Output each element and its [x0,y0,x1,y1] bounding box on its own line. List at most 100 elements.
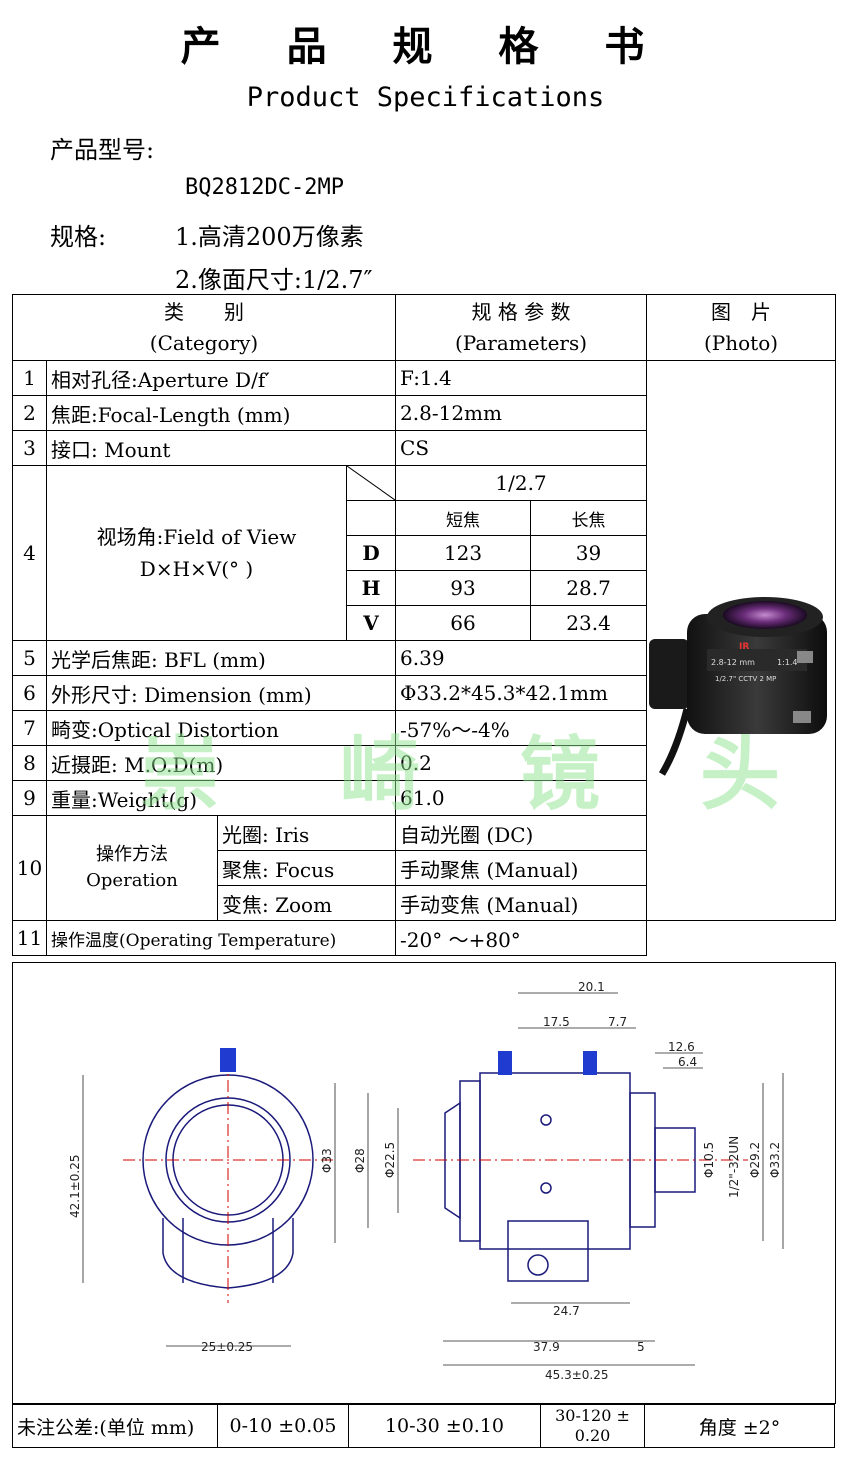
dim-42-1: 42.1±0.25 [68,1155,82,1219]
iris-label: 光圈: Iris [216,815,397,851]
row-number: 4 [12,465,47,641]
bfl-value: 6.39 [395,640,648,676]
header-category-cn: 类 别 [164,299,245,324]
dim-33-2: Φ33.2 [768,1142,782,1178]
row-number: 2 [12,395,47,431]
photo-model-text: 1/2.7" CCTV 2 MP [715,675,776,683]
header-photo: 图 片 (Photo) [646,294,837,361]
tolerance-30-120: 30-120 ± 0.20 [540,1404,645,1448]
fov-empty-cell [345,500,397,536]
operation-label-cn: 操作方法 [96,844,168,865]
photo-aperture-text: 1:1.4 [777,658,798,667]
zoom-value: 手动变焦 (Manual) [395,885,648,921]
fov-short-header: 短焦 [395,500,532,536]
focus-label: 聚焦: Focus [216,850,397,886]
dim-45-3: 45.3±0.25 [545,1368,609,1382]
focus-value: 手动聚焦 (Manual) [395,850,648,886]
watermark-char-2: 崎 [340,727,420,821]
diagonal-line [347,466,395,500]
dimension-value: Φ33.2*45.3*42.1mm [395,675,648,711]
header-photo-en: (Photo) [704,330,779,355]
technical-drawing-frame: 20.1 17.5 7.7 12.6 6.4 42.1±0.25 Φ33 Φ28… [12,962,836,1404]
operation-label-en: Operation [86,870,178,891]
watermark-char-3: 镜 [520,727,600,821]
photo-ir-text: IR [739,642,749,652]
mod-value: 0.2 [395,745,648,781]
focal-length-label: 焦距:Focal-Length (mm) [45,395,397,431]
fov-v-label: V [345,605,397,641]
header-params-en: (Parameters) [454,330,588,355]
dim-20-1: 20.1 [578,980,605,994]
tolerance-angle: 角度 ±2° [644,1404,835,1448]
row-number: 8 [12,745,47,781]
fov-label: 视场角:Field of View D×H×V(° ) [46,465,347,641]
lens-photo: 2.8-12 mm 1:1.4 1/2.7" CCTV 2 MP IR [649,597,828,776]
dim-10-5: Φ10.5 [702,1142,716,1178]
fov-d-long: 39 [530,535,648,571]
distortion-value: -57%～-4% [395,710,648,746]
dim-33: Φ33 [320,1148,334,1173]
row-number: 5 [12,640,47,676]
header-params-cn: 规 格 参 数 [471,299,571,324]
header-photo-cn: 图 片 [711,299,772,324]
model-value: BQ2812DC-2MP [185,175,344,200]
aperture-value: F:1.4 [395,360,648,396]
fov-d-short: 123 [395,535,532,571]
dimension-label: 外形尺寸: Dimension (mm) [45,675,397,711]
bfl-label: 光学后焦距: BFL (mm) [45,640,397,676]
fov-v-short: 66 [395,605,532,641]
fov-long-header: 长焦 [530,500,648,536]
mod-label: 近摄距: M.O.D(m) [45,745,397,781]
row-number: 7 [12,710,47,746]
dim-37-9: 37.9 [533,1340,560,1354]
tolerance-10-30: 10-30 ±0.10 [348,1404,541,1448]
fov-label-2: D×H×V(° ) [139,557,254,581]
dim-thread: 1/2"-32UN [727,1136,741,1198]
technical-drawing: 20.1 17.5 7.7 12.6 6.4 42.1±0.25 Φ33 Φ28… [68,980,784,1382]
zoom-label: 变焦: Zoom [216,885,397,921]
fov-diagonal-cell [345,465,397,501]
dim-28: Φ28 [353,1148,367,1173]
fov-v-long: 23.4 [530,605,648,641]
tolerance-label: 未注公差:(单位 mm) [12,1404,218,1448]
watermark-char-1: 崇 [140,727,220,821]
fov-sensor-size: 1/2.7 [395,465,648,501]
title-english: Product Specifications [246,82,605,113]
header-category-en: (Category) [149,330,259,355]
aperture-label: 相对孔径:Aperture D/f′ [45,360,397,396]
mount-value: CS [395,430,648,466]
row-number: 11 [12,920,47,956]
header-parameters: 规 格 参 数 (Parameters) [395,294,648,361]
spec-label: 规格: [50,223,107,251]
spec-line-1: 1.高清200万像素 [175,223,364,251]
dim-24-7: 24.7 [553,1304,580,1318]
title-chinese: 产 品 规 格 书 [180,23,671,70]
spec-table: 类 别 (Category) 规 格 参 数 (Parameters) 图 片 … [11,294,837,956]
fov-label-1: 视场角:Field of View [96,525,297,549]
row-number: 9 [12,780,47,816]
weight-label: 重量:Weight(g) [45,780,397,816]
row-number: 3 [12,430,47,466]
fov-h-label: H [345,570,397,606]
spec-line-2: 2.像面尺寸:1/2.7″ [175,266,373,294]
photo-focal-text: 2.8-12 mm [711,658,755,667]
dim-17-5: 17.5 [543,1015,570,1029]
photo-cell: 2.8-12 mm 1:1.4 1/2.7" CCTV 2 MP IR [646,360,837,921]
tolerance-0-10: 0-10 ±0.05 [217,1404,349,1448]
row-number: 6 [12,675,47,711]
fov-h-short: 93 [395,570,532,606]
row-number: 1 [12,360,47,396]
dim-6-4: 6.4 [678,1055,697,1069]
dim-25: 25±0.25 [201,1340,253,1354]
fov-h-long: 28.7 [530,570,648,606]
header-category: 类 别 (Category) [11,294,397,361]
weight-value: 61.0 [395,780,648,816]
dim-29-2: Φ29.2 [748,1142,762,1178]
dim-7-7: 7.7 [608,1015,627,1029]
temperature-value: -20° ～+80° [395,920,648,956]
temperature-label: 操作温度(Operating Temperature) [45,920,397,956]
focal-length-value: 2.8-12mm [395,395,648,431]
tolerance-30-120-range: 30-120 ± [555,1406,630,1425]
mount-label: 接口: Mount [45,430,397,466]
tolerance-table: 未注公差:(单位 mm) 0-10 ±0.05 10-30 ±0.10 30-1… [12,1404,835,1448]
